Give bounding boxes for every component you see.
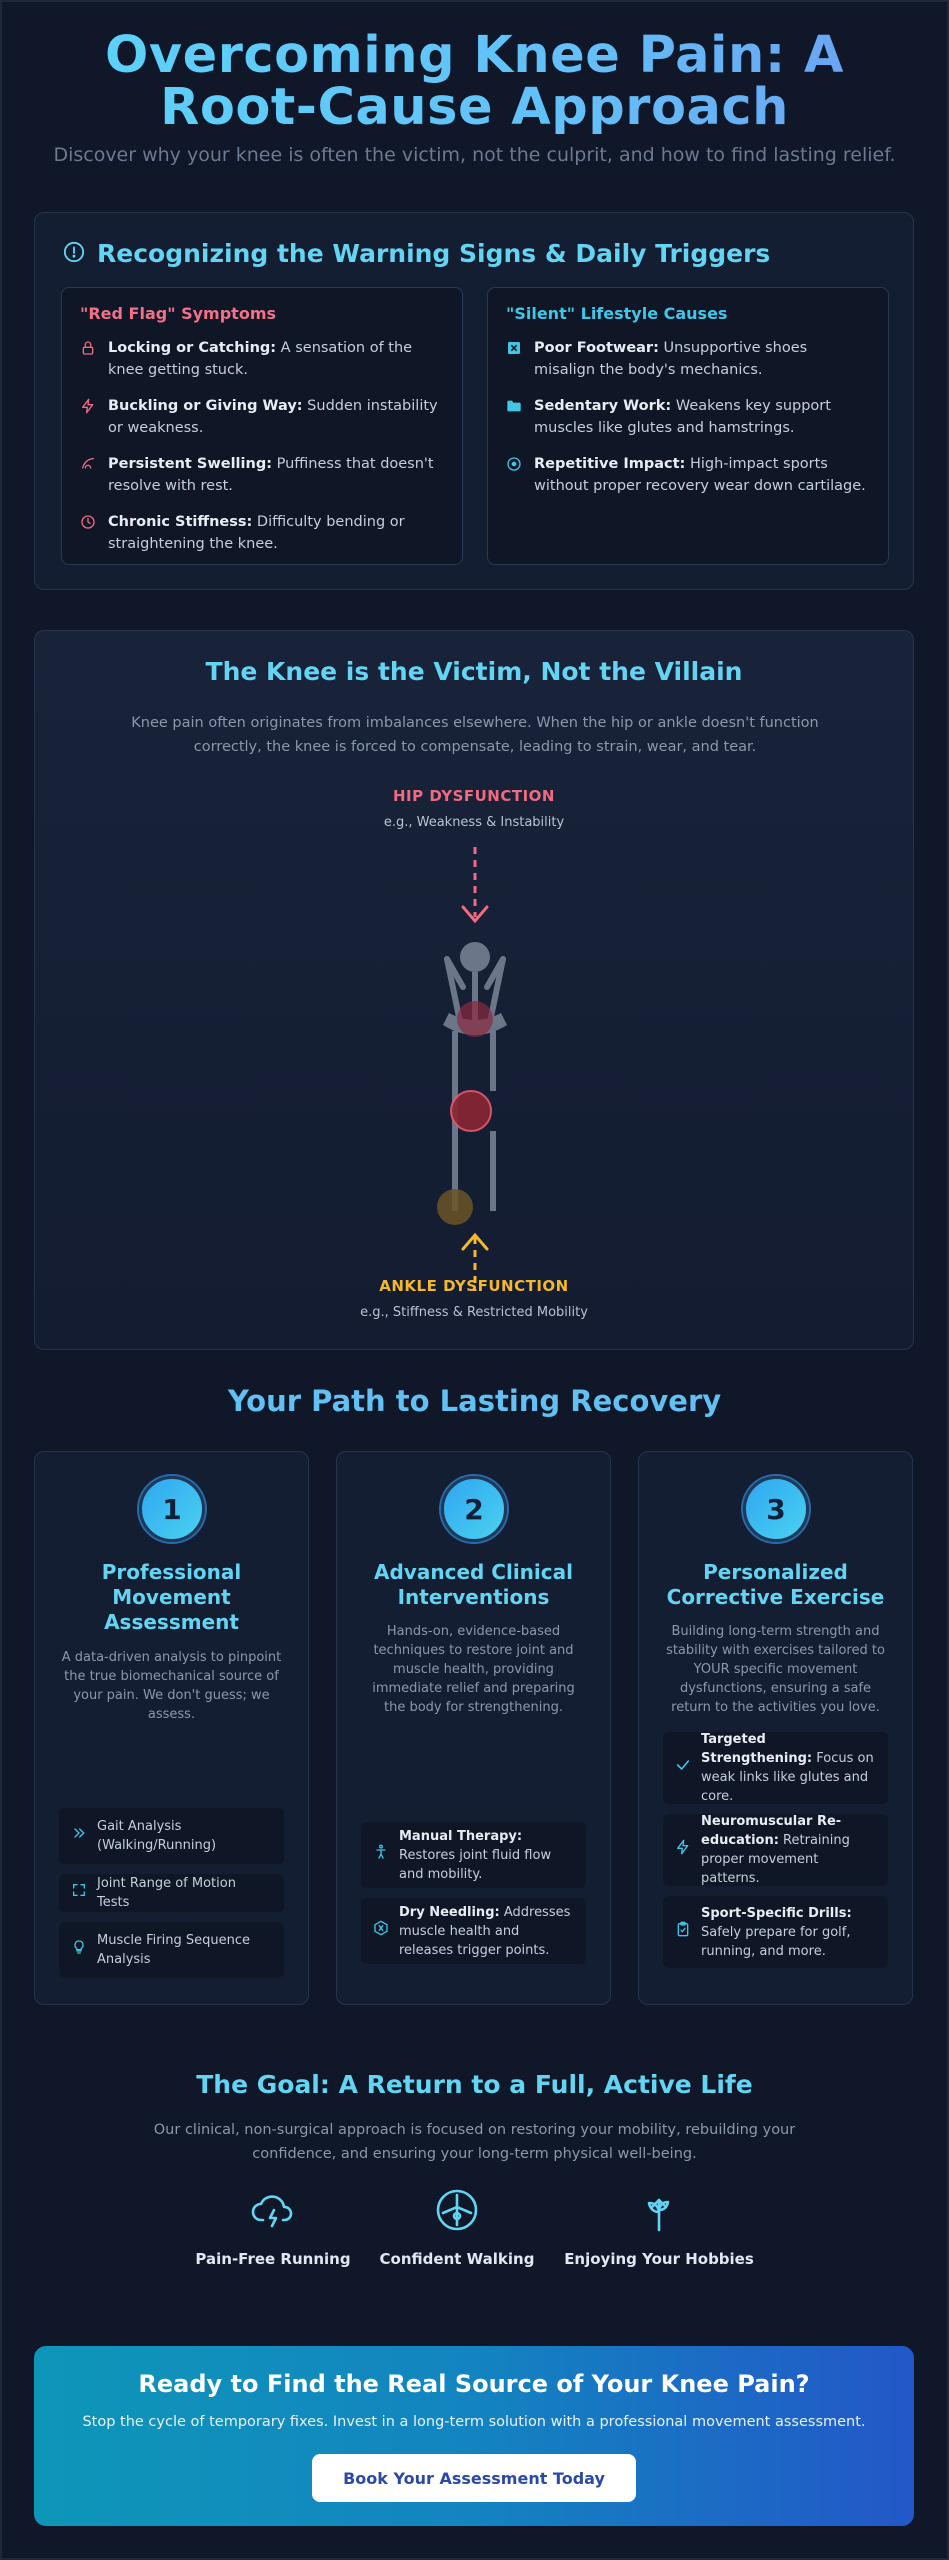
- needle-hex-icon: [373, 1920, 389, 1942]
- page-subtitle: Discover why your knee is often the vict…: [53, 144, 896, 166]
- ankle-dysfunction-example: e.g., Stiffness & Restricted Mobility: [360, 1305, 588, 1320]
- step-card-exercise: 3 Personalized Corrective Exercise Build…: [638, 1451, 913, 2005]
- step-title: Professional Movement Assessment: [101, 1560, 242, 1634]
- folder-icon: [506, 395, 524, 439]
- silent-causes-title: "Silent" Lifestyle Causes: [506, 304, 728, 323]
- list-item: Poor Footwear: Unsupportive shoes misali…: [506, 337, 870, 381]
- cta-text: Stop the cycle of temporary fixes. Inves…: [82, 2414, 866, 2430]
- step-description: A data-driven analysis to pinpoint the t…: [61, 1650, 282, 1722]
- ankle-highlight: [437, 1189, 473, 1225]
- feature-item: Dry Needling: Addresses muscle health an…: [361, 1898, 586, 1964]
- goal-label: Enjoying Your Hobbies: [564, 2250, 754, 2268]
- list-item: Locking or Catching: A sensation of the …: [80, 337, 444, 381]
- chevrons-right-icon: [71, 1825, 87, 1847]
- head-shape: [460, 942, 490, 972]
- red-flag-card: "Red Flag" Symptoms Locking or Catching:…: [61, 287, 463, 565]
- step-description: Building long-term strength and stabilit…: [666, 1624, 885, 1715]
- hero: Overcoming Knee Pain: A Root-Cause Appro…: [0, 30, 949, 167]
- goal-title: The Goal: A Return to a Full, Active Lif…: [196, 2070, 753, 2099]
- step-card-assessment: 1 Professional Movement Assessment A dat…: [34, 1451, 309, 2005]
- accessibility-icon: [373, 1844, 389, 1866]
- cta-banner: Ready to Find the Real Source of Your Kn…: [34, 2346, 914, 2526]
- goal-item-hobbies: Enjoying Your Hobbies: [559, 2186, 759, 2268]
- step-description: Hands-on, evidence-based techniques to r…: [372, 1624, 575, 1715]
- left-arm-lower-shape: [444, 956, 462, 1020]
- lock-icon: [80, 337, 98, 381]
- hip-highlight: [457, 1001, 493, 1037]
- target-icon: [506, 453, 524, 497]
- goal-item-running: Pain-Free Running: [173, 2186, 373, 2268]
- sprout-icon: [559, 2186, 759, 2236]
- feature-item: Joint Range of Motion Tests: [59, 1874, 284, 1912]
- check-icon: [675, 1757, 691, 1779]
- clipboard-check-icon: [675, 1921, 691, 1943]
- knee-victim-section: The Knee is the Victim, Not the Villain …: [34, 630, 914, 1350]
- feature-item: Gait Analysis (Walking/Running): [59, 1808, 284, 1864]
- right-arm-lower-shape: [488, 956, 506, 1020]
- feature-item: Targeted Strengthening: Focus on weak li…: [663, 1732, 888, 1804]
- list-item: Sedentary Work: Weakens key support musc…: [506, 395, 870, 439]
- ankle-arrow-head: [461, 1232, 489, 1251]
- warning-signs-header: Recognizing the Warning Signs & Daily Tr…: [63, 239, 770, 268]
- hip-dysfunction-label: HIP DYSFUNCTION: [393, 787, 555, 805]
- hip-dysfunction-example: e.g., Weakness & Instability: [383, 815, 565, 830]
- red-flag-title: "Red Flag" Symptoms: [80, 304, 277, 323]
- x-square-icon: [506, 337, 524, 381]
- victim-intro: Knee pain often originates from imbalanc…: [131, 715, 819, 755]
- warning-signs-section: Recognizing the Warning Signs & Daily Tr…: [34, 212, 914, 590]
- step-title: Personalized Corrective Exercise: [666, 1560, 885, 1609]
- cta-title: Ready to Find the Real Source of Your Kn…: [138, 2370, 810, 2398]
- feature-item: Sport-Specific Drills: Safely prepare fo…: [663, 1896, 888, 1968]
- warning-signs-title: Recognizing the Warning Signs & Daily Tr…: [97, 239, 771, 268]
- step-number: 1: [139, 1476, 205, 1542]
- step-title: Advanced Clinical Interventions: [374, 1560, 573, 1609]
- victim-title: The Knee is the Victim, Not the Villain: [205, 657, 743, 686]
- feature-item: Muscle Firing Sequence Analysis: [59, 1922, 284, 1978]
- goal-label: Pain-Free Running: [195, 2250, 351, 2268]
- goal-description: Our clinical, non-surgical approach is f…: [153, 2122, 796, 2162]
- cloud-bolt-icon: [173, 2186, 373, 2236]
- ankle-dysfunction-label: ANKLE DYSFUNCTION: [379, 1277, 569, 1295]
- step-number: 2: [441, 1476, 507, 1542]
- goal-label: Confident Walking: [379, 2250, 535, 2268]
- body-figure-diagram: [437, 847, 507, 1291]
- lightning-icon: [80, 395, 98, 439]
- page-title: Overcoming Knee Pain: A Root-Cause Appro…: [0, 30, 949, 134]
- knee-highlight: [450, 1090, 492, 1132]
- bulb-icon: [71, 1939, 87, 1961]
- feature-item: Neuromuscular Re-education: Retraining p…: [663, 1814, 888, 1886]
- expand-icon: [71, 1882, 87, 1904]
- list-item: Chronic Stiffness: Difficulty bending or…: [80, 511, 444, 555]
- feature-item: Manual Therapy: Restores joint fluid flo…: [361, 1822, 586, 1888]
- compass-icon: [357, 2186, 557, 2236]
- goal-item-walking: Confident Walking: [357, 2186, 557, 2268]
- silent-causes-card: "Silent" Lifestyle Causes Poor Footwear:…: [487, 287, 889, 565]
- clock-icon: [80, 511, 98, 555]
- alert-circle-icon: [63, 241, 85, 267]
- book-assessment-button[interactable]: Book Your Assessment Today: [312, 2454, 636, 2502]
- list-item: Buckling or Giving Way: Sudden instabili…: [80, 395, 444, 439]
- swelling-icon: [80, 453, 98, 497]
- hip-arrow-head: [461, 905, 489, 924]
- step-number: 3: [743, 1476, 809, 1542]
- lightning-icon: [675, 1839, 691, 1861]
- list-item: Persistent Swelling: Puffiness that does…: [80, 453, 444, 497]
- path-title: Your Path to Lasting Recovery: [227, 1384, 722, 1418]
- list-item: Repetitive Impact: High-impact sports wi…: [506, 453, 870, 497]
- step-card-interventions: 2 Advanced Clinical Interventions Hands-…: [336, 1451, 611, 2005]
